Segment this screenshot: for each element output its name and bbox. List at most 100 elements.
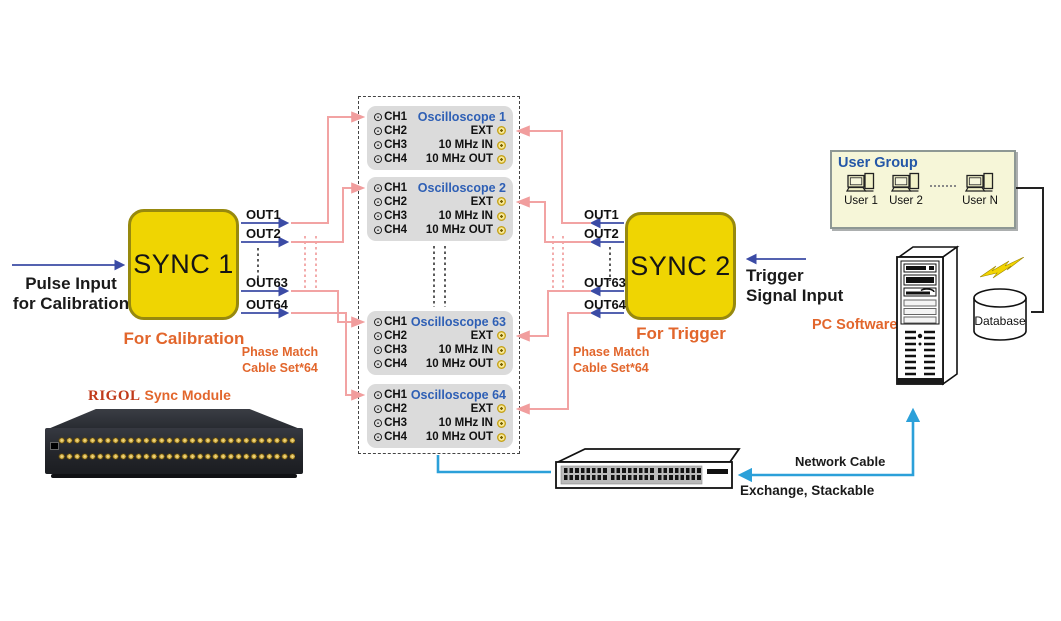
port-group bbox=[564, 468, 608, 482]
10mhz-out-port: 10 MHz OUT bbox=[426, 224, 506, 236]
connector-row bbox=[58, 452, 295, 461]
sync1-out2-label: OUT2 bbox=[246, 226, 281, 241]
user-list: User 1 User 2 bbox=[838, 172, 1008, 207]
user-group-box: User Group User 1 bbox=[830, 150, 1016, 229]
user-2: User 2 bbox=[885, 172, 927, 207]
ch3-connector: ⊙CH3 bbox=[373, 343, 408, 358]
bnc-icon: ⊙ bbox=[373, 123, 384, 138]
lightning-icon bbox=[980, 257, 1024, 279]
wireless-link bbox=[980, 257, 1024, 283]
ch4-connector: ⊙CH4 bbox=[373, 430, 408, 445]
sync1-out63-label: OUT63 bbox=[246, 275, 288, 290]
ch2-connector: ⊙CH2 bbox=[373, 328, 408, 343]
10mhz-in-jack-icon bbox=[497, 418, 506, 428]
computer-icon bbox=[891, 172, 920, 192]
bnc-icon: ⊙ bbox=[373, 180, 384, 195]
sync2-out64-label: OUT64 bbox=[584, 297, 626, 312]
bnc-icon: ⊙ bbox=[373, 401, 384, 416]
sync-module-photo bbox=[45, 404, 303, 482]
ext-jack-icon bbox=[497, 126, 506, 136]
module-name: Sync Module bbox=[144, 387, 231, 403]
oscilloscope-title: Oscilloscope 2 bbox=[417, 180, 506, 195]
bnc-icon: ⊙ bbox=[373, 109, 384, 124]
10mhz-in-port: 10 MHz IN bbox=[439, 139, 506, 151]
server-tower-icon bbox=[896, 245, 960, 386]
10mhz-in-port: 10 MHz IN bbox=[439, 210, 506, 222]
bnc-icon: ⊙ bbox=[373, 416, 384, 431]
ext-port: EXT bbox=[471, 330, 506, 342]
10mhz-out-jack-icon bbox=[497, 225, 506, 235]
trigger-input-label: Trigger Signal Input bbox=[746, 266, 844, 305]
bnc-icon: ⊙ bbox=[373, 194, 384, 209]
switch-type-label: Exchange, Stackable bbox=[740, 483, 875, 498]
computer-icon bbox=[846, 172, 875, 192]
port-group bbox=[611, 468, 655, 482]
sync2-out2-label: OUT2 bbox=[584, 226, 619, 241]
phase-match-right-label: Phase Match Cable Set*64 bbox=[573, 345, 650, 375]
bnc-icon: ⊙ bbox=[373, 357, 384, 372]
ext-jack-icon bbox=[497, 404, 506, 414]
user-1: User 1 bbox=[840, 172, 882, 207]
module-front-face bbox=[45, 428, 303, 474]
10mhz-in-jack-icon bbox=[497, 345, 506, 355]
ch3-connector: ⊙CH3 bbox=[373, 138, 408, 153]
ext-port: EXT bbox=[471, 196, 506, 208]
module-top-face bbox=[48, 409, 300, 429]
ch1-connector: ⊙CH1 bbox=[373, 314, 408, 329]
sync2-label: SYNC 2 bbox=[630, 250, 731, 281]
more-users-ellipsis bbox=[930, 185, 956, 187]
ch3-connector: ⊙CH3 bbox=[373, 209, 408, 224]
module-shadow bbox=[51, 474, 297, 478]
user-group-title: User Group bbox=[838, 155, 918, 171]
sync1-out64-label: OUT64 bbox=[246, 297, 288, 312]
sync1-label: SYNC 1 bbox=[133, 249, 234, 279]
bnc-icon: ⊙ bbox=[373, 138, 384, 153]
bnc-icon: ⊙ bbox=[373, 328, 384, 343]
ch1-connector: ⊙CH1 bbox=[373, 180, 408, 195]
oscilloscope-title: Oscilloscope 1 bbox=[417, 109, 506, 124]
rigol-brand: RIGOL bbox=[88, 388, 141, 404]
phase-match-left-label: Phase Match Cable Set*64 bbox=[241, 345, 319, 375]
connector-row bbox=[58, 436, 295, 445]
sync1-box: SYNC 1 bbox=[128, 209, 239, 320]
port-group bbox=[658, 468, 702, 482]
ch4-connector: ⊙CH4 bbox=[373, 357, 408, 372]
pulse-input-label: Pulse Input for Calibration bbox=[12, 274, 130, 313]
10mhz-in-jack-icon bbox=[497, 140, 506, 150]
oscilloscope-2: ⊙CH1 Oscilloscope 2 ⊙CH2 EXT ⊙CH3 10 MHz IN… bbox=[367, 177, 513, 241]
ext-port: EXT bbox=[471, 125, 506, 137]
module-usb-port bbox=[50, 442, 59, 450]
ch2-connector: ⊙CH2 bbox=[373, 194, 408, 209]
ext-jack-icon bbox=[497, 197, 506, 207]
database-cylinder-icon bbox=[973, 288, 1027, 341]
ext-port: EXT bbox=[471, 403, 506, 415]
sync1-out1-label: OUT1 bbox=[246, 207, 281, 222]
pc-software-label: PC Software bbox=[812, 317, 898, 333]
bnc-icon: ⊙ bbox=[373, 343, 384, 358]
network-cable-label: Network Cable bbox=[795, 454, 886, 469]
10mhz-in-port: 10 MHz IN bbox=[439, 344, 506, 356]
ch2-connector: ⊙CH2 bbox=[373, 401, 408, 416]
10mhz-out-jack-icon bbox=[497, 359, 506, 369]
10mhz-out-port: 10 MHz OUT bbox=[426, 431, 506, 443]
bnc-icon: ⊙ bbox=[373, 223, 384, 238]
sync2-caption: For Trigger bbox=[636, 324, 726, 343]
10mhz-out-jack-icon bbox=[497, 154, 506, 164]
database-label: Database bbox=[974, 314, 1026, 328]
10mhz-out-jack-icon bbox=[497, 432, 506, 442]
ch4-connector: ⊙CH4 bbox=[373, 223, 408, 238]
10mhz-in-port: 10 MHz IN bbox=[439, 417, 506, 429]
ch4-connector: ⊙CH4 bbox=[373, 152, 408, 167]
ch1-connector: ⊙CH1 bbox=[373, 387, 408, 402]
ext-jack-icon bbox=[497, 331, 506, 341]
server-tower bbox=[893, 244, 963, 392]
ch2-connector: ⊙CH2 bbox=[373, 123, 408, 138]
bnc-icon: ⊙ bbox=[373, 209, 384, 224]
bnc-icon: ⊙ bbox=[373, 430, 384, 445]
database bbox=[971, 286, 1029, 344]
user-n: User N bbox=[959, 172, 1001, 207]
10mhz-out-port: 10 MHz OUT bbox=[426, 153, 506, 165]
